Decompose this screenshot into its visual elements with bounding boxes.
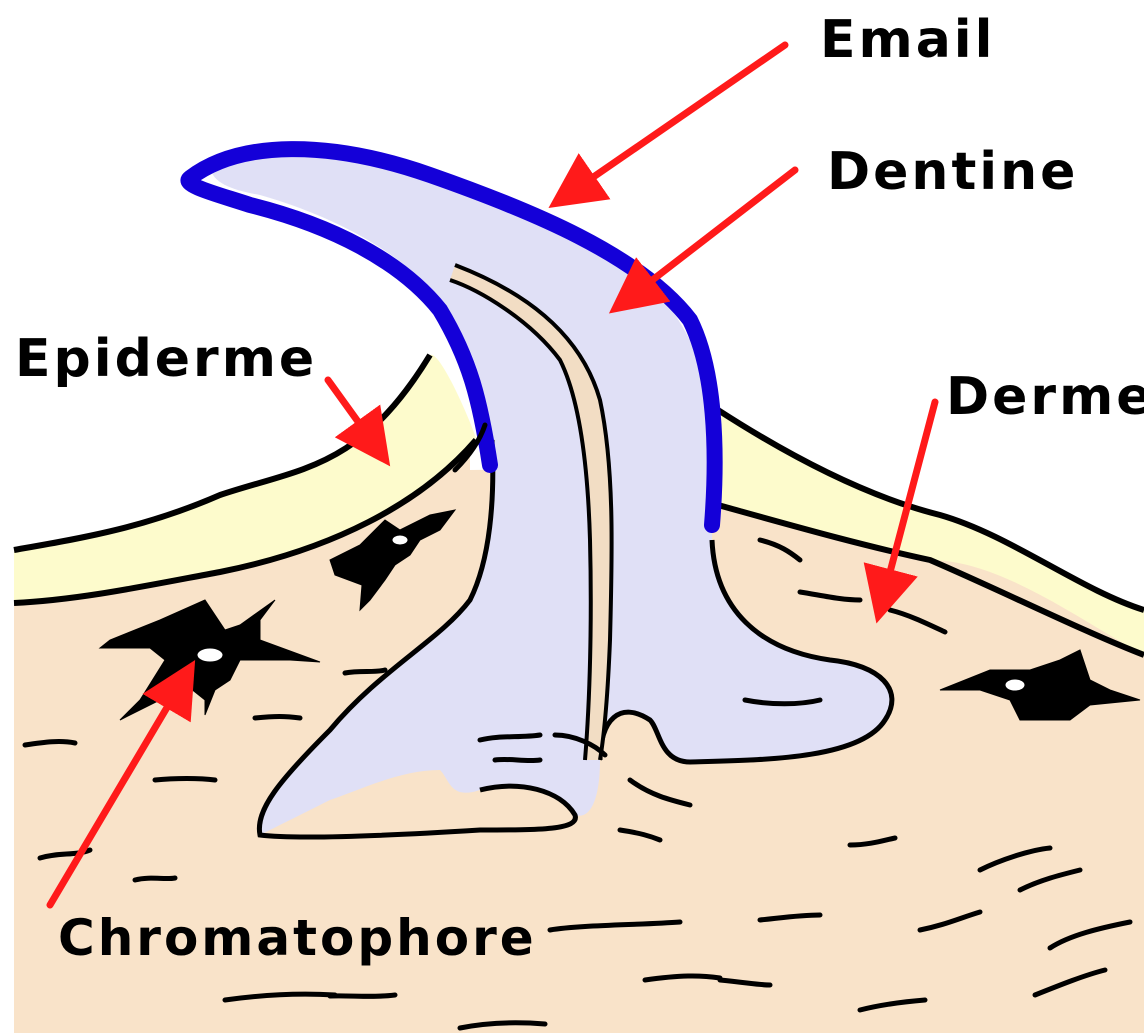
label-dentine: Dentine xyxy=(827,146,1078,198)
label-email: Email xyxy=(820,14,995,66)
label-epiderme: Epiderme xyxy=(15,333,317,385)
arrow-email xyxy=(560,45,785,200)
label-chromatophore: Chromatophore xyxy=(58,913,537,963)
arrow-dentine xyxy=(620,170,795,305)
label-derme: Derme xyxy=(946,371,1144,423)
